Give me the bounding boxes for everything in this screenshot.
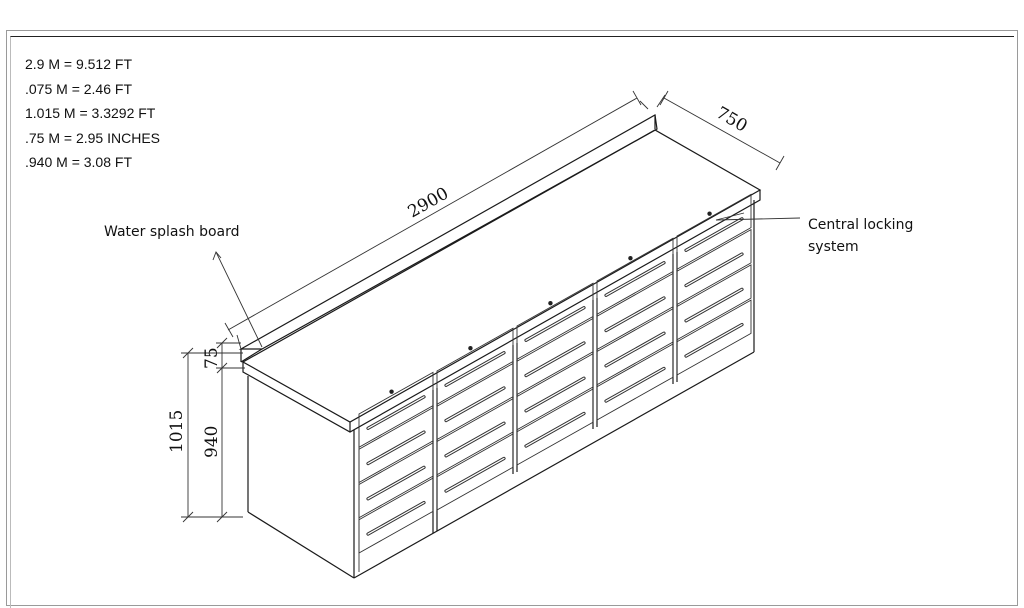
drawer-handle-highlight: [685, 323, 743, 357]
drawer-handle-highlight: [367, 431, 425, 465]
drawer-handle-highlight: [685, 253, 743, 287]
drawer-handle-highlight: [605, 367, 665, 402]
drawer-front: [676, 299, 752, 376]
body-height-label: 940: [202, 426, 222, 458]
length-dimension: 2900: [224, 90, 649, 350]
drawer-front: [358, 442, 434, 519]
drawer-front: [596, 272, 674, 351]
conversion-line: .075 M = 2.46 FT: [25, 80, 132, 97]
lock-dot: [707, 211, 712, 216]
drawer-fronts: [358, 193, 752, 554]
drawer-front: [436, 397, 514, 476]
conversion-line: .940 M = 3.08 FT: [25, 154, 132, 170]
drawer-handle-highlight: [525, 377, 585, 412]
drawer-front: [596, 307, 674, 386]
leader-lines: [212, 212, 801, 348]
central-locking-label: Central locking system: [808, 214, 913, 258]
worktop: [241, 129, 762, 433]
drawer-handle-highlight: [445, 457, 505, 492]
drawer-front: [596, 237, 674, 316]
conversion-line: 2.9 M = 9.512 FT: [25, 56, 132, 72]
drawer-handle-highlight: [525, 307, 585, 341]
drawer-handle-highlight: [445, 422, 505, 457]
splash-board: [238, 114, 658, 363]
depth-dimension: 750: [656, 90, 785, 171]
conversion-line: .75 M = 2.95 INCHES: [25, 129, 161, 146]
lock-dot: [548, 300, 553, 306]
drawer-handle-highlight: [685, 218, 743, 251]
drawer-front: [516, 388, 594, 466]
depth-label: 750: [713, 103, 751, 137]
water-splash-label: Water splash board: [104, 224, 240, 240]
drawing-frame: [6, 30, 1018, 606]
lock-dots: [389, 211, 712, 394]
drawer-handle-highlight: [445, 387, 505, 422]
drawer-handle-highlight: [605, 332, 665, 367]
drawer-front: [516, 352, 594, 431]
drawer-front: [436, 362, 514, 441]
drawer-front: [596, 343, 674, 421]
lock-dot: [389, 389, 394, 394]
central-locking-label-line2: system: [808, 239, 859, 255]
drawer-front: [676, 264, 752, 341]
drawer-front: [436, 327, 514, 406]
drawer-handle-highlight: [525, 412, 585, 447]
conversion-line: 1.015 M = 3.3292 FT: [25, 105, 156, 121]
drawer-handle-highlight: [367, 466, 425, 500]
splash-height-label: 75: [202, 347, 222, 369]
drawer-handle-highlight: [367, 501, 425, 535]
column-dividers: [432, 252, 678, 533]
lock-dot: [628, 255, 633, 261]
drawer-front: [358, 477, 434, 554]
drawer-handle-highlight: [367, 396, 425, 429]
conversion-notes: 2.9 M = 9.512 FT .075 M = 2.46 FT 1.015 …: [25, 52, 160, 175]
drawer-front: [516, 317, 594, 396]
central-locking-label-line1: Central locking: [808, 217, 914, 233]
total-height-label: 1015: [167, 410, 187, 453]
drawer-front: [676, 193, 752, 271]
drawer-front: [676, 228, 752, 306]
drawing-border: [10, 36, 1014, 608]
drawer-front: [358, 371, 434, 449]
drawer-front: [516, 282, 594, 361]
drawer-handle-highlight: [685, 288, 743, 322]
drawer-handle-highlight: [605, 262, 665, 296]
lock-dot: [468, 345, 473, 351]
drawer-handle-highlight: [525, 342, 585, 377]
drawer-front: [436, 433, 514, 511]
drawer-front: [358, 406, 434, 484]
drawer-handle-highlight: [605, 297, 665, 332]
height-dimensions: 1015 940 75: [167, 337, 245, 523]
drawer-handle-highlight: [445, 352, 505, 386]
